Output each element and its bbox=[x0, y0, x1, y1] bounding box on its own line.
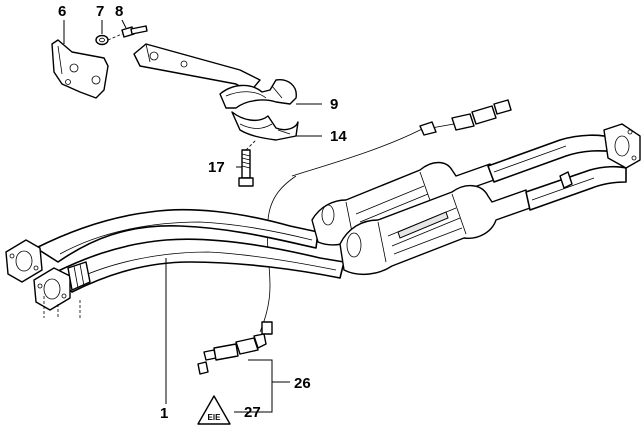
mounting-plate-part-6[interactable] bbox=[51, 39, 109, 99]
lower-clamp-part-14[interactable] bbox=[231, 111, 299, 141]
callout-14: 14 bbox=[330, 128, 347, 145]
upper-clamp-part-9[interactable] bbox=[219, 79, 297, 109]
bolt-part-8[interactable] bbox=[121, 25, 148, 38]
leader-26 bbox=[248, 359, 290, 383]
rear-pipe-right[interactable] bbox=[487, 134, 627, 211]
left-flange-front[interactable] bbox=[33, 267, 71, 311]
washer-part-7[interactable] bbox=[95, 34, 109, 46]
callout-6: 6 bbox=[58, 3, 66, 20]
upper-sensor-cable[interactable] bbox=[291, 99, 512, 177]
left-pipe-collar-rings bbox=[73, 263, 85, 289]
callout-17: 17 bbox=[208, 159, 225, 176]
recycling-triangle-icon bbox=[197, 395, 231, 425]
callout-9: 9 bbox=[330, 96, 338, 113]
callout-8: 8 bbox=[115, 3, 123, 20]
assembly-line-17 bbox=[245, 139, 257, 151]
left-flange-rear[interactable] bbox=[5, 239, 43, 283]
bolt-part-17[interactable] bbox=[238, 149, 254, 187]
callout-1: 1 bbox=[160, 405, 168, 422]
rear-hanger bbox=[559, 171, 573, 189]
leader-8 bbox=[121, 19, 127, 29]
flange-stud-lines-left bbox=[43, 296, 59, 318]
bracket-arm[interactable] bbox=[133, 43, 261, 93]
warning-symbol-text: ElE bbox=[208, 413, 222, 422]
callout-27: 27 bbox=[244, 404, 261, 421]
assembly-line-7-8 bbox=[107, 33, 123, 41]
oxygen-sensor-part-26[interactable] bbox=[197, 333, 267, 375]
callout-26: 26 bbox=[294, 375, 311, 392]
warning-symbol-part-27: ElE bbox=[197, 395, 231, 425]
callout-7: 7 bbox=[96, 3, 104, 20]
right-flange[interactable] bbox=[603, 123, 641, 169]
leader-27 bbox=[234, 382, 273, 413]
